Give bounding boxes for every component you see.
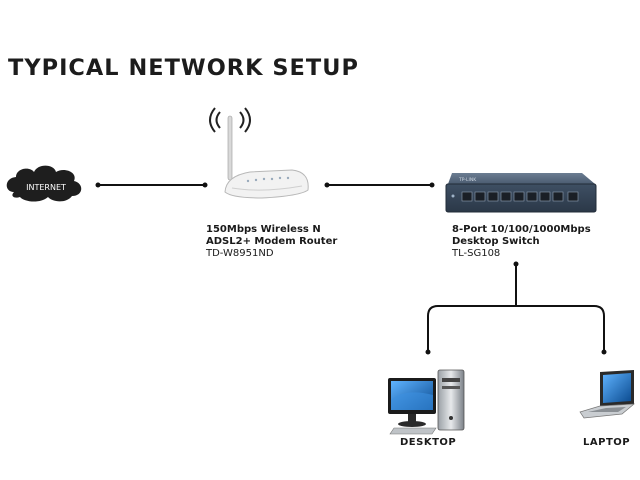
switch-caption: 8-Port 10/100/1000Mbps Desktop Switch TL… — [452, 224, 591, 260]
laptop-icon — [579, 370, 636, 419]
internet-label: INTERNET — [26, 183, 66, 192]
router-name-line2: ADSL2+ Modem Router — [206, 236, 338, 247]
link-router-switch — [324, 182, 435, 188]
laptop-label: LAPTOP — [583, 437, 631, 448]
diagram-title: TYPICAL NETWORK SETUP — [8, 56, 359, 81]
switch-brand-label: TP-LINK — [458, 177, 477, 183]
switch-model: TL-SG108 — [452, 248, 501, 259]
link-switch-devices — [425, 261, 607, 355]
switch-name-line2: Desktop Switch — [452, 236, 540, 247]
switch-icon — [445, 173, 597, 213]
switch-name-line1: 8-Port 10/100/1000Mbps — [452, 224, 591, 235]
router-model: TD-W8951ND — [206, 248, 274, 259]
link-internet-router — [95, 182, 208, 188]
router-icon — [209, 107, 309, 199]
desktop-label: DESKTOP — [400, 437, 457, 448]
desktop-icon — [388, 369, 465, 435]
router-name-line1: 150Mbps Wireless N — [206, 224, 321, 235]
internet-cloud-icon — [6, 165, 82, 202]
router-caption: 150Mbps Wireless N ADSL2+ Modem Router T… — [206, 224, 337, 260]
